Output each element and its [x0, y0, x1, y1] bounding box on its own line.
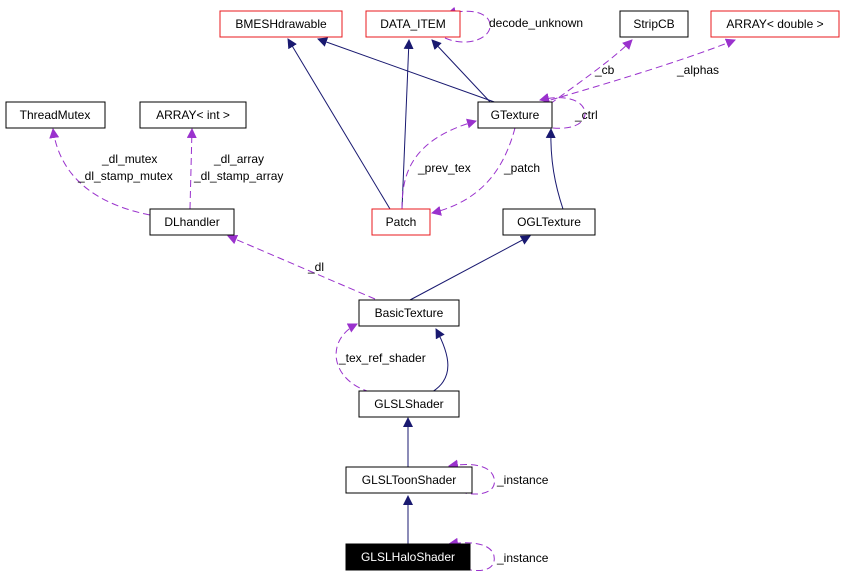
node-threadmutex-label: ThreadMutex — [20, 108, 91, 122]
edge-ogltexture-to-gtexture — [545, 128, 564, 210]
node-glsltoonshader-label: GLSLToonShader — [362, 473, 457, 487]
node-gtexture-label: GTexture — [491, 108, 540, 122]
node-array-int[interactable]: ARRAY< int > — [139, 101, 247, 129]
node-glsltoonshader[interactable]: GLSLToonShader — [345, 466, 473, 494]
node-bmeshdrawable-label: BMESHdrawable — [235, 17, 327, 31]
edge-threadmutex-dl — [49, 128, 151, 216]
label-cb: _cb — [594, 63, 615, 77]
edge-glslhaloshader-instance — [448, 537, 495, 571]
edge-basictexture-to-ogltexture — [409, 235, 531, 301]
label-dl-mutex: _dl_mutex — [101, 152, 157, 166]
label-alphas: _alphas — [676, 63, 719, 77]
edge-patch-prev-tex — [401, 118, 477, 210]
edge-gtexture-patch — [431, 127, 516, 216]
node-array-double-label: ARRAY< double > — [726, 17, 823, 31]
label-dl: _dl — [307, 260, 324, 274]
node-gtexture[interactable]: GTexture — [477, 101, 553, 129]
node-glslhaloshader-label: GLSLHaloShader — [361, 550, 455, 564]
node-glslhaloshader[interactable]: GLSLHaloShader — [345, 543, 471, 571]
edge-glsltoonshader-instance — [448, 459, 495, 495]
edge-array-double-alphas — [539, 38, 736, 104]
node-threadmutex[interactable]: ThreadMutex — [5, 101, 106, 129]
label-dl-stamp-array: _dl_stamp_array — [193, 169, 283, 183]
edge-data-item-decode-unknown — [444, 6, 491, 43]
node-glslshader-label: GLSLShader — [374, 397, 443, 411]
edge-gtexture-to-data-item — [431, 39, 493, 105]
node-dlhandler[interactable]: DLhandler — [149, 208, 235, 236]
label-instance-halo: _instance — [496, 551, 549, 565]
label-patch: _patch — [503, 161, 540, 175]
node-basictexture-label: BasicTexture — [375, 306, 444, 320]
edge-array-int-dl — [186, 128, 197, 210]
label-instance-toon: _instance — [496, 473, 549, 487]
edge-gtexture-to-bmeshdrawable — [317, 37, 501, 105]
node-dlhandler-label: DLhandler — [164, 215, 219, 229]
node-array-double[interactable]: ARRAY< double > — [710, 10, 840, 38]
node-stripcb[interactable]: StripCB — [619, 10, 689, 38]
edge-stripcb-cb — [549, 39, 633, 105]
node-glslshader[interactable]: GLSLShader — [358, 390, 460, 418]
label-prev-tex: _prev_tex — [417, 161, 471, 175]
node-ogltexture-label: OGLTexture — [517, 215, 581, 229]
node-patch[interactable]: Patch — [371, 208, 431, 236]
node-basictexture[interactable]: BasicTexture — [358, 299, 460, 327]
node-patch-label: Patch — [386, 215, 417, 229]
edge-glslshader-to-basictexture — [431, 328, 449, 393]
label-dl-stamp-mutex: _dl_stamp_mutex — [77, 169, 173, 183]
label-dl-array: _dl_array — [213, 152, 264, 166]
node-bmeshdrawable[interactable]: BMESHdrawable — [219, 10, 343, 38]
label-ctrl: _ctrl — [574, 108, 598, 122]
edge-gtexture-ctrl — [539, 93, 586, 129]
node-data-item[interactable]: DATA_ITEM — [365, 10, 461, 38]
edge-patch-to-data-item — [401, 39, 414, 210]
edge-patch-to-bmeshdrawable — [287, 38, 391, 210]
edge-basictexture-tex-ref-shader — [335, 323, 371, 393]
node-array-int-label: ARRAY< int > — [156, 108, 230, 122]
node-stripcb-label: StripCB — [633, 17, 674, 31]
edge-dlhandler-dl — [227, 234, 376, 300]
label-tex-ref-shader: _tex_ref_shader — [338, 351, 426, 365]
node-data-item-label: DATA_ITEM — [380, 17, 446, 31]
node-ogltexture[interactable]: OGLTexture — [502, 208, 596, 236]
label-decode-unknown: decode_unknown — [489, 16, 583, 30]
